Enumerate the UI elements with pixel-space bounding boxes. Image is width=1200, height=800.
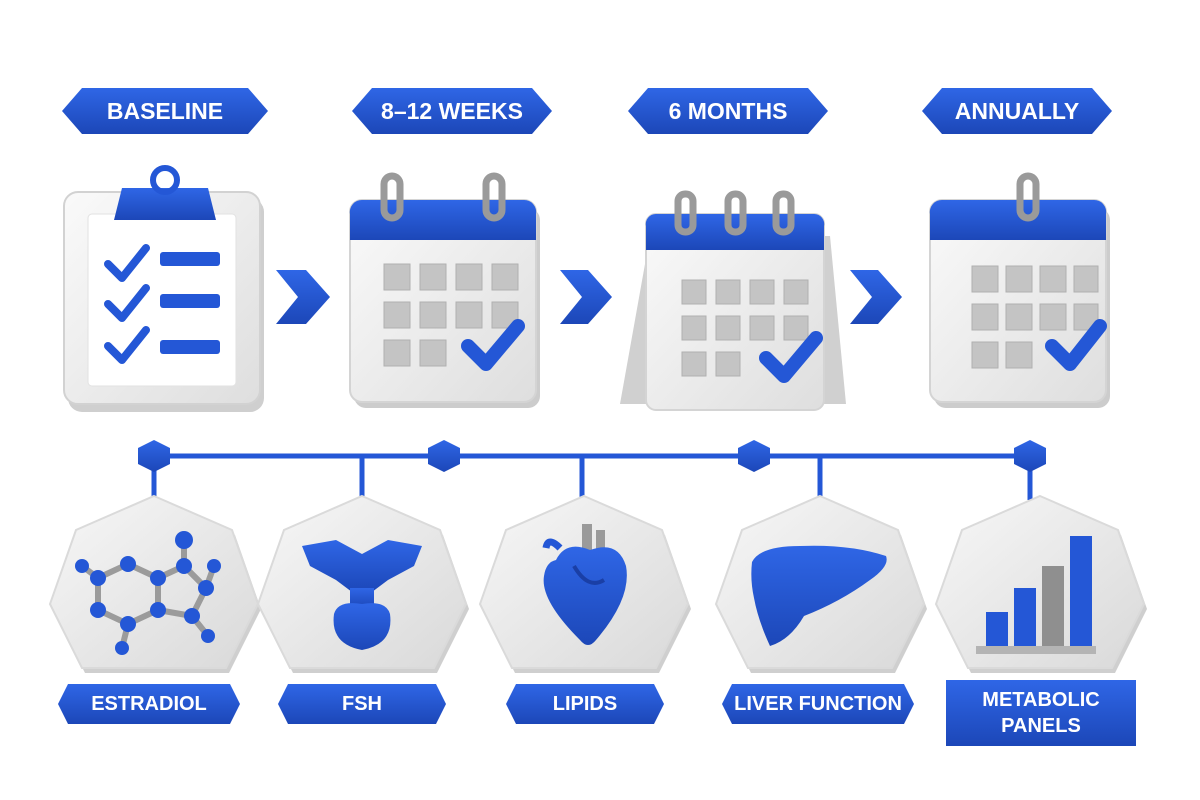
test-label-estradiol: ESTRADIOL: [91, 693, 207, 715]
test-label-metabolic-panels-line2: PANELS: [1001, 715, 1081, 737]
chevron-right-icon: [850, 270, 902, 324]
timeline-connector: [151, 453, 1033, 500]
stage-label-baseline: BASELINE: [107, 98, 223, 124]
chevron-right-icon: [276, 270, 330, 324]
calendar-check-icon: [620, 190, 846, 411]
test-label-box-liver-function: [722, 684, 914, 724]
timeline-node: [428, 440, 460, 472]
molecule-icon: [75, 531, 221, 655]
test-label-box-lipids: [506, 684, 664, 724]
test-label-box-fsh: [278, 684, 446, 724]
stage-banner-annually: ANNUALLY: [922, 88, 1112, 134]
bar-chart-icon: [976, 536, 1096, 654]
stage-banner-6-months: 6 MONTHS: [628, 88, 828, 134]
stage-label-annually: ANNUALLY: [955, 98, 1079, 124]
clipboard-checklist-icon: [63, 165, 264, 412]
test-label-lipids: LIPIDS: [553, 693, 617, 715]
chevron-right-icon: [560, 270, 612, 324]
stage-label-8-12-weeks: 8–12 WEEKS: [381, 98, 523, 124]
pituitary-gland-icon: [302, 540, 422, 650]
timeline-nodes: [138, 440, 1046, 472]
liver-icon: [751, 545, 887, 646]
timeline-node: [738, 440, 770, 472]
test-card-estradiol: [48, 494, 261, 673]
timeline-node: [1014, 440, 1046, 472]
stage-banner-baseline: BASELINE: [62, 88, 268, 134]
test-card-fsh: [256, 494, 469, 673]
heart-icon: [542, 524, 627, 645]
test-label-fsh: FSH: [342, 693, 382, 715]
test-card-metabolic-panels: [934, 494, 1147, 673]
test-card-liver-function: [714, 494, 927, 673]
test-label-metabolic-panels-line1: METABOLIC: [982, 689, 1099, 711]
timeline-node: [138, 440, 170, 472]
test-card-lipids: [478, 494, 691, 673]
test-label-box-metabolic-panels: [946, 680, 1136, 746]
calendar-check-icon: [929, 172, 1110, 408]
calendar-check-icon: [349, 172, 540, 408]
stage-banner-8-12-weeks: 8–12 WEEKS: [352, 88, 552, 134]
test-label-liver-function: LIVER FUNCTION: [734, 693, 902, 715]
stage-label-6-months: 6 MONTHS: [669, 98, 788, 124]
test-label-box-estradiol: [58, 684, 240, 724]
